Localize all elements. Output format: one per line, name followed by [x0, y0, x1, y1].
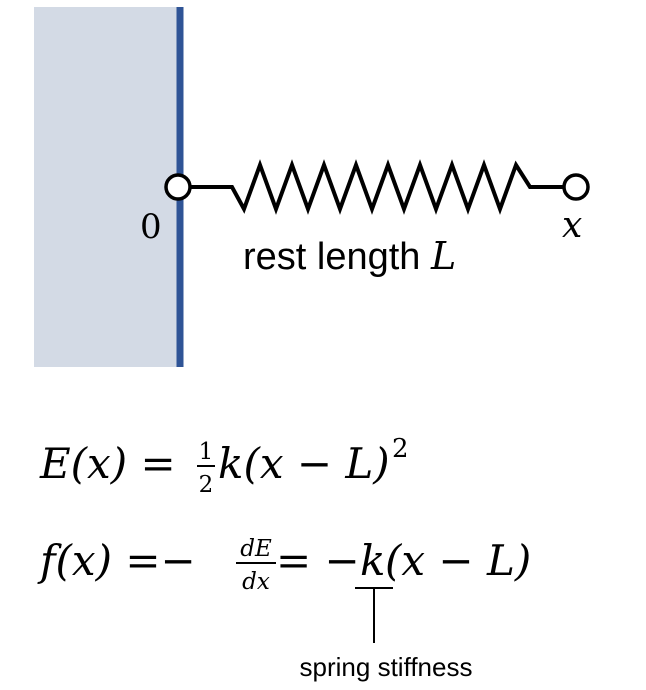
rest-length-label: rest length L — [243, 234, 456, 278]
rest-length-symbol: L — [430, 234, 456, 278]
energy-frac-den: 2 — [199, 472, 214, 498]
origin-label: 0 — [140, 207, 162, 247]
free-end-node — [562, 173, 590, 201]
force-mid: = − — [276, 536, 360, 585]
energy-rhs: k(x − L) — [218, 439, 390, 488]
energy-lhs: E(x) = — [39, 439, 176, 488]
energy-exponent: 2 — [392, 434, 409, 464]
spring-stiffness-annotation: spring stiffness — [300, 652, 473, 682]
force-frac-den: dx — [242, 569, 270, 595]
end-position-label: x — [562, 205, 582, 246]
energy-frac-num: 1 — [199, 439, 214, 465]
force-k: k — [360, 536, 385, 585]
energy-equation: E(x) = 1 2 k(x − L) 2 — [39, 434, 409, 498]
fixed-end-node — [164, 173, 192, 201]
force-frac-num: dE — [240, 536, 272, 562]
spring — [190, 159, 564, 215]
force-lhs: f(x) =− — [37, 536, 196, 585]
rest-length-text: rest length — [243, 236, 431, 278]
force-equation: f(x) =− dE dx = − k (x − L) — [37, 536, 531, 595]
wall — [34, 7, 180, 367]
force-rhs: (x − L) — [385, 536, 531, 585]
